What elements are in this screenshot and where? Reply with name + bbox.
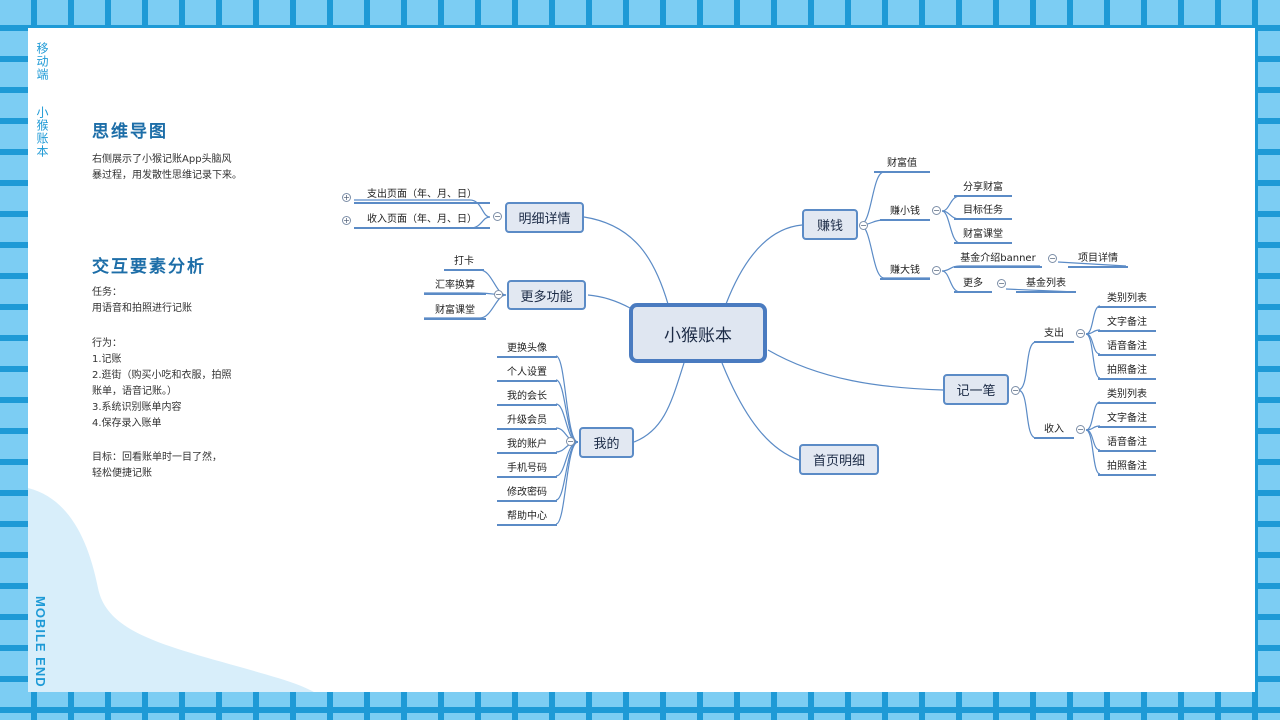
expand-icon[interactable]: + (342, 216, 351, 225)
collapse-icon[interactable]: − (1048, 254, 1057, 263)
leaf-shouru-item[interactable]: 文字备注 (1098, 412, 1156, 428)
side-label-cn: 移动端 (35, 42, 49, 81)
collapse-icon[interactable]: − (932, 206, 941, 215)
task-label: 任务： (92, 287, 122, 298)
leaf-wode-item[interactable]: 我的账户 (497, 438, 557, 454)
behavior-label: 行为： (92, 338, 122, 349)
branch-mingxi[interactable]: 明细详情 (505, 202, 584, 233)
task-text: 用语音和拍照进行记账 (92, 303, 192, 314)
leaf-caifuzhi[interactable]: 财富值 (874, 157, 930, 173)
behavior-item: 3.系统识别账单内容 (92, 402, 182, 413)
mindmap-title: 思维导图 (92, 122, 168, 142)
collapse-icon[interactable]: − (997, 279, 1006, 288)
leaf-wode-item[interactable]: 更换头像 (497, 342, 557, 358)
leaf-caifu-ketang[interactable]: 财富课堂 (424, 304, 486, 320)
leaf-wode-item[interactable]: 升级会员 (497, 414, 557, 430)
leaf-shouru-item[interactable]: 语音备注 (1098, 436, 1156, 452)
leaf-zhichu-item[interactable]: 文字备注 (1098, 316, 1156, 332)
side-label-app: 小猴账本 (35, 106, 49, 158)
leaf-mubiao[interactable]: 目标任务 (954, 204, 1012, 220)
analysis-title: 交互要素分析 (92, 257, 206, 277)
collapse-icon[interactable]: − (1076, 329, 1085, 338)
leaf-wode-item[interactable]: 个人设置 (497, 366, 557, 382)
collapse-icon[interactable]: − (932, 266, 941, 275)
behavior-item: 4.保存录入账单 (92, 418, 162, 429)
leaf-more[interactable]: 更多 (954, 277, 992, 293)
leaf-zhuanxiaoqian[interactable]: 赚小钱 (880, 205, 930, 221)
behavior-item: 2.逛街（购买小吃和衣服，拍照 账单，语音记账。） (92, 370, 232, 397)
leaf-zhichu-page[interactable]: 支出页面（年、月、日） (354, 188, 490, 204)
leaf-xiangmu[interactable]: 项目详情 (1068, 252, 1128, 268)
leaf-zhichu-item[interactable]: 类别列表 (1098, 292, 1156, 308)
leaf-wode-item[interactable]: 手机号码 (497, 462, 557, 478)
leaf-fenxiang[interactable]: 分享财富 (954, 181, 1012, 197)
decorative-wave (28, 488, 314, 692)
leaf-daka[interactable]: 打卡 (444, 255, 484, 271)
collapse-icon[interactable]: − (1011, 386, 1020, 395)
leaf-zhichu[interactable]: 支出 (1034, 327, 1074, 343)
leaf-shouru[interactable]: 收入 (1034, 423, 1074, 439)
branch-gengduo[interactable]: 更多功能 (507, 280, 586, 310)
branch-zhuanqian[interactable]: 赚钱 (802, 209, 858, 240)
leaf-jijin-list[interactable]: 基金列表 (1016, 277, 1076, 293)
root-node[interactable]: 小猴账本 (629, 303, 767, 363)
leaf-wode-item[interactable]: 帮助中心 (497, 510, 557, 526)
leaf-jijin-banner[interactable]: 基金介绍banner (954, 252, 1042, 268)
branch-shouye[interactable]: 首页明细 (799, 444, 879, 475)
collapse-icon[interactable]: − (493, 212, 502, 221)
collapse-icon[interactable]: − (1076, 425, 1085, 434)
collapse-icon[interactable]: − (566, 437, 575, 446)
leaf-zhichu-item[interactable]: 拍照备注 (1098, 364, 1156, 380)
leaf-huilv[interactable]: 汇率换算 (424, 279, 486, 295)
leaf-shouru-item[interactable]: 拍照备注 (1098, 460, 1156, 476)
leaf-zhichu-item[interactable]: 语音备注 (1098, 340, 1156, 356)
collapse-icon[interactable]: − (859, 221, 868, 230)
leaf-zhuandaqian[interactable]: 赚大钱 (880, 264, 930, 280)
expand-icon[interactable]: + (342, 193, 351, 202)
leaf-caifu-ketang[interactable]: 财富课堂 (954, 228, 1012, 244)
leaf-wode-item[interactable]: 修改密码 (497, 486, 557, 502)
leaf-wode-item[interactable]: 我的会长 (497, 390, 557, 406)
leaf-shouru-page[interactable]: 收入页面（年、月、日） (354, 213, 490, 229)
leaf-shouru-item[interactable]: 类别列表 (1098, 388, 1156, 404)
goal-text: 目标：回看账单时一目了然， 轻松便捷记账 (92, 452, 222, 479)
branch-wode[interactable]: 我的 (579, 427, 634, 458)
branch-jiyibi[interactable]: 记一笔 (943, 374, 1009, 405)
collapse-icon[interactable]: − (494, 290, 503, 299)
behavior-item: 1.记账 (92, 354, 122, 365)
mindmap-description: 右侧展示了小猴记账App头脑风 暴过程，用发散性思维记录下来。 (92, 154, 242, 181)
